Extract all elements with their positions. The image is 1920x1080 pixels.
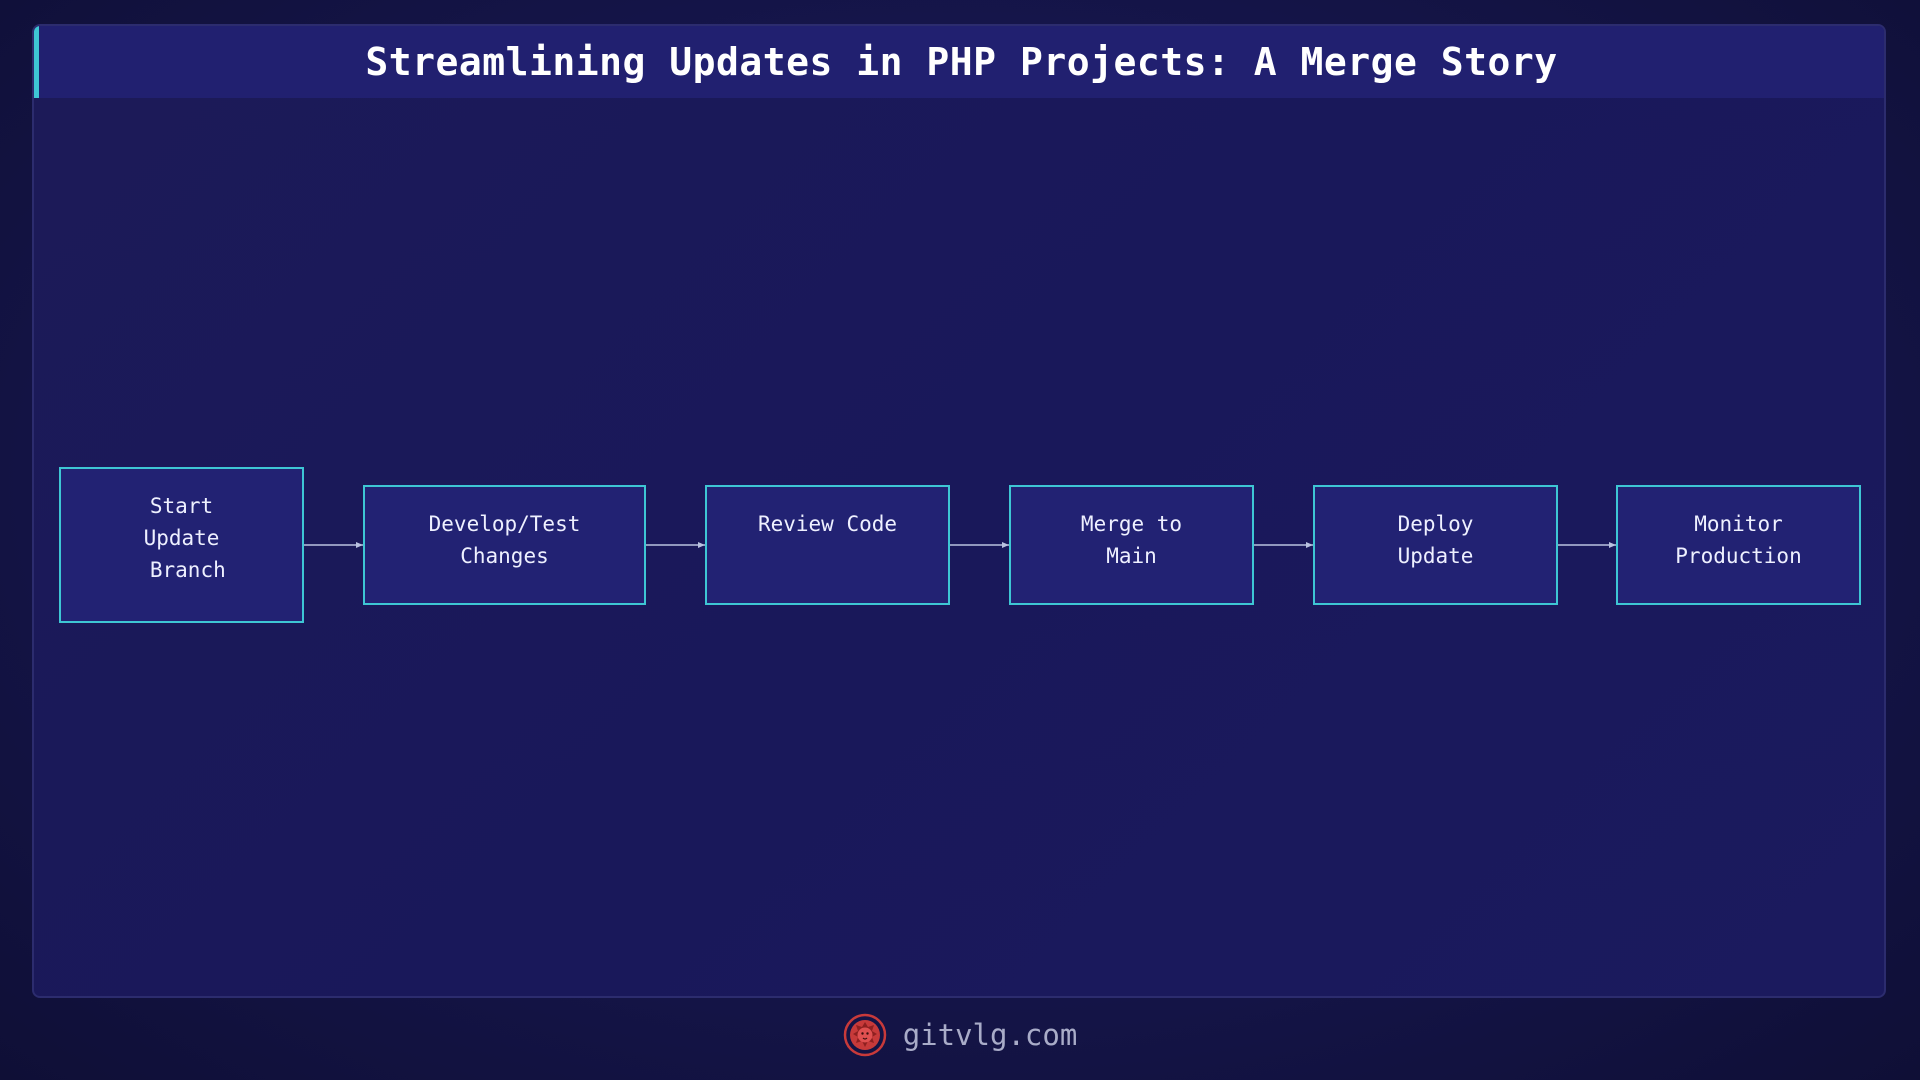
flow-node-box bbox=[1313, 485, 1558, 605]
lion-head-icon bbox=[843, 1013, 886, 1057]
page-title: Streamlining Updates in PHP Projects: A … bbox=[365, 40, 1558, 84]
flow-node-label: Merge to Main bbox=[1081, 512, 1182, 568]
flow-node-label-line: Update bbox=[1398, 544, 1474, 568]
footer: gitvlg.com bbox=[0, 1010, 1920, 1060]
flow-node-merge: Merge to Main bbox=[1009, 485, 1254, 605]
flow-node-label-line: Update bbox=[144, 526, 220, 550]
flow-node-review: Review Code bbox=[705, 485, 950, 605]
flow-node-label-line: Start bbox=[150, 494, 213, 518]
flow-node-box bbox=[59, 467, 304, 623]
flow-node-label-line: Changes bbox=[460, 544, 549, 568]
flow-node-label-line: Review Code bbox=[758, 512, 897, 536]
flow-node-label-line: Branch bbox=[137, 558, 226, 582]
site-url[interactable]: gitvlg.com bbox=[902, 1018, 1078, 1052]
flow-node-label-line: Deploy bbox=[1398, 512, 1474, 536]
flow-node-box bbox=[705, 485, 950, 605]
flow-node-box bbox=[363, 485, 646, 605]
title-bar: Streamlining Updates in PHP Projects: A … bbox=[34, 26, 1884, 98]
flow-node-label-line: Merge to bbox=[1081, 512, 1182, 536]
flow-node-label-line: Monitor bbox=[1694, 512, 1783, 536]
flow-node-label-line: Develop/Test bbox=[429, 512, 581, 536]
flow-node-label: Review Code bbox=[758, 512, 897, 536]
flow-node-box bbox=[1616, 485, 1861, 605]
flow-node-label-line: Main bbox=[1106, 544, 1157, 568]
flow-node-label-line: Production bbox=[1675, 544, 1801, 568]
flow-node-box bbox=[1009, 485, 1254, 605]
diagram-panel: Streamlining Updates in PHP Projects: A … bbox=[32, 24, 1886, 998]
